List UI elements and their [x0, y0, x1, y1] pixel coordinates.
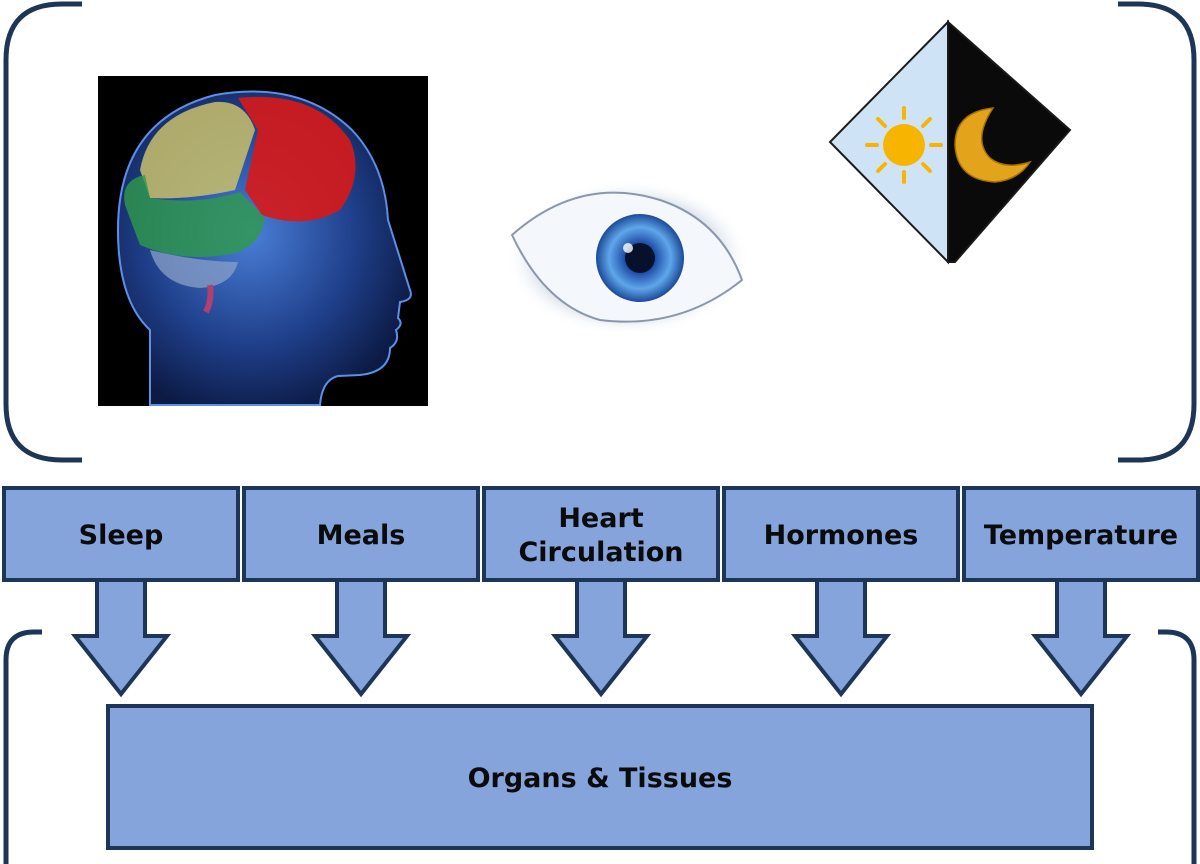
factor-arrow — [1030, 574, 1132, 698]
sun-moon-icon — [828, 19, 1072, 265]
factor-arrow — [790, 574, 892, 698]
moon-icon — [954, 107, 1032, 183]
eye-highlight — [623, 243, 633, 253]
top-bracket-right — [1118, 1, 1197, 463]
factor-box — [722, 486, 960, 582]
factor-3: Hormones — [722, 486, 960, 698]
factor-label: Temperature — [984, 520, 1178, 551]
bottom-bracket-right — [1158, 629, 1197, 864]
sun-core — [883, 124, 925, 166]
organs-tissues-box — [106, 704, 1094, 850]
factor-arrow — [550, 574, 652, 698]
top-bracket — [3, 1, 1197, 463]
factor-box — [962, 486, 1200, 582]
brain-region-green — [124, 175, 266, 258]
factor-label: Meals — [317, 520, 406, 551]
bottom-bracket-left — [3, 629, 42, 864]
organs-tissues-label: Organs & Tissues — [468, 763, 733, 794]
brain-stem — [203, 284, 214, 314]
night-half — [947, 19, 1072, 263]
factor-box — [482, 486, 720, 582]
factor-box — [242, 486, 480, 582]
brain-region-cerebellum — [150, 250, 238, 288]
brain-region-red — [238, 96, 356, 222]
factor-label: Hormones — [764, 520, 919, 551]
factor-label: Heart — [558, 503, 643, 534]
bottom-bracket — [3, 629, 1197, 864]
factor-arrow — [70, 574, 172, 698]
factor-box — [2, 486, 240, 582]
factor-label: Circulation — [518, 537, 683, 568]
factor-0: Sleep — [2, 486, 240, 698]
brain-head-icon — [98, 76, 428, 406]
factor-arrow — [310, 574, 412, 698]
factor-4: Temperature — [962, 486, 1200, 698]
factor-label: Sleep — [79, 520, 164, 551]
eye-icon — [506, 180, 750, 336]
brain-region-yellow — [140, 101, 255, 199]
sun-icon — [865, 106, 943, 184]
eye-pupil — [625, 243, 655, 273]
sun-rays — [865, 106, 943, 184]
top-bracket-left — [3, 1, 82, 463]
target-box: Organs & Tissues — [106, 704, 1094, 850]
factor-1: Meals — [242, 486, 480, 698]
